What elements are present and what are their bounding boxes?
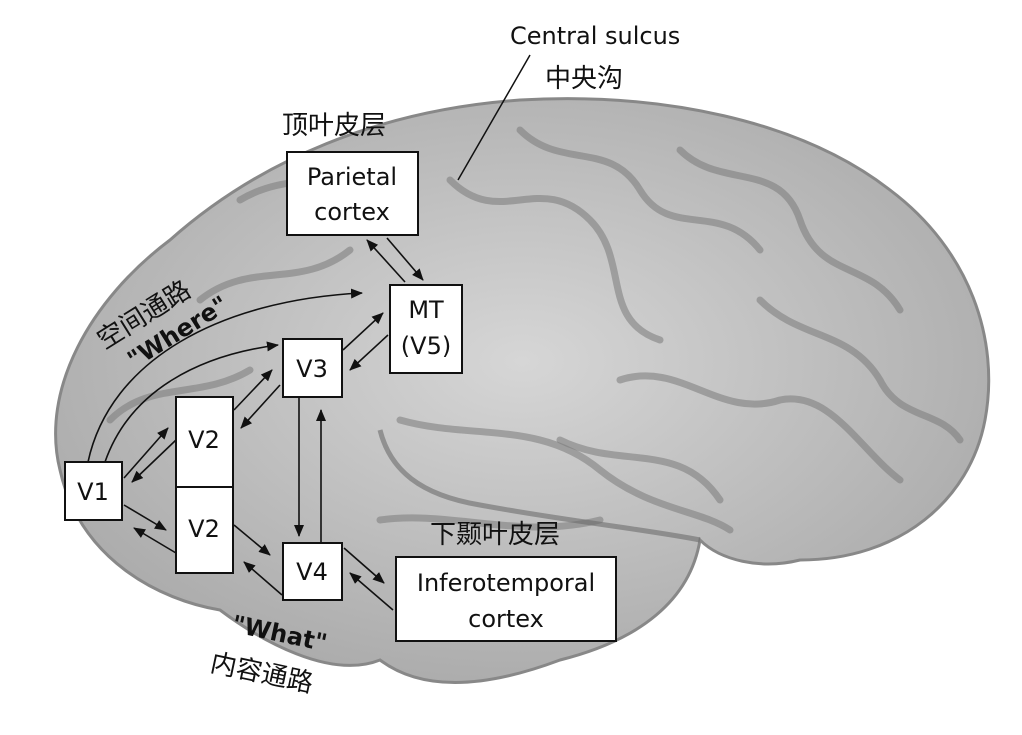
parietal-zh-label: 顶叶皮层 bbox=[282, 111, 386, 141]
v2-bottom-box: V2 bbox=[175, 486, 234, 574]
v1-box: V1 bbox=[64, 461, 123, 521]
pathway-arrows bbox=[87, 237, 424, 611]
v3-box: V3 bbox=[282, 338, 343, 398]
central-sulcus-pointer bbox=[457, 54, 531, 181]
v1-label: V1 bbox=[77, 478, 109, 506]
parietal-cortex-box: Parietal cortex bbox=[286, 151, 419, 236]
v4-box: V4 bbox=[282, 542, 343, 601]
mt-line2: (V5) bbox=[401, 332, 451, 360]
parietal-line1: Parietal bbox=[307, 163, 397, 191]
central-sulcus-label: Central sulcus bbox=[510, 22, 680, 50]
v3-label: V3 bbox=[296, 355, 328, 383]
inferotemporal-cortex-box: Inferotemporal cortex bbox=[395, 556, 617, 642]
v2-top-label: V2 bbox=[188, 426, 220, 454]
mt-v5-box: MT (V5) bbox=[389, 284, 463, 374]
inferotemporal-zh-label: 下颞叶皮层 bbox=[430, 520, 560, 550]
brain-illustration bbox=[54, 97, 991, 684]
v2-top-box: V2 bbox=[175, 396, 234, 488]
central-sulcus-zh-label: 中央沟 bbox=[545, 64, 623, 94]
v2-bottom-label: V2 bbox=[188, 515, 220, 543]
parietal-line2: cortex bbox=[314, 198, 390, 226]
v4-label: V4 bbox=[296, 558, 328, 586]
inferotemporal-line1: Inferotemporal bbox=[417, 569, 595, 597]
inferotemporal-line2: cortex bbox=[468, 605, 544, 633]
mt-line1: MT bbox=[408, 296, 444, 324]
